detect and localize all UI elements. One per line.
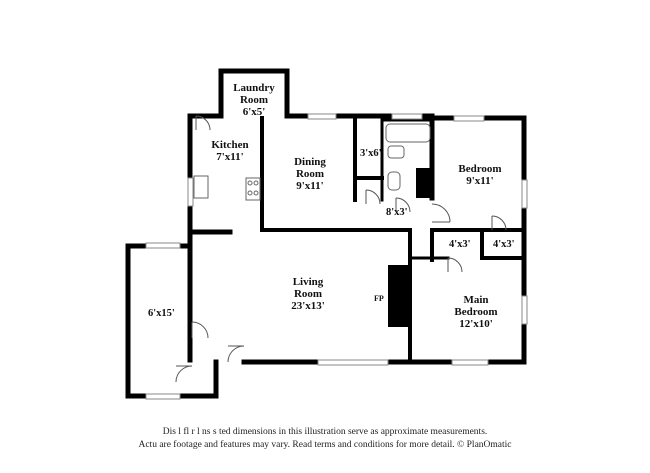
porch-label: 6'x15'	[148, 308, 175, 319]
stove	[245, 177, 261, 201]
dining-room-label: Dining Room 9'x11'	[294, 156, 326, 192]
laundry-room-label: Laundry Room 6'x5'	[233, 82, 275, 118]
kitchen-label: Kitchen 7'x11'	[211, 139, 249, 163]
closet-left-4x3-label: 4'x3'	[449, 239, 471, 250]
fireplace-label: FP	[374, 294, 384, 303]
main-bedroom-label: Main Bedroom 12'x10'	[454, 294, 498, 330]
toilet	[387, 171, 401, 191]
fireplace	[388, 265, 410, 327]
kitchen-sink	[193, 175, 209, 199]
disclaimer-line-2: Actu are footage and features may vary. …	[138, 440, 512, 450]
closet-3x6-label: 3'x6'	[360, 148, 382, 159]
bathtub	[385, 123, 431, 143]
hall-8x3-label: 8'x3'	[386, 207, 408, 218]
porch-walls	[125, 243, 219, 399]
closet-right-4x3-label: 4'x3'	[493, 239, 515, 250]
laundry-walls	[218, 68, 290, 117]
living-room-label: Living Room 23'x13'	[291, 276, 325, 312]
bedroom-label: Bedroom 9'x11'	[458, 163, 502, 187]
bath-sink	[387, 145, 405, 159]
disclaimer-line-1: Dis l fl r l ns s ted dimensions in this…	[162, 427, 488, 437]
